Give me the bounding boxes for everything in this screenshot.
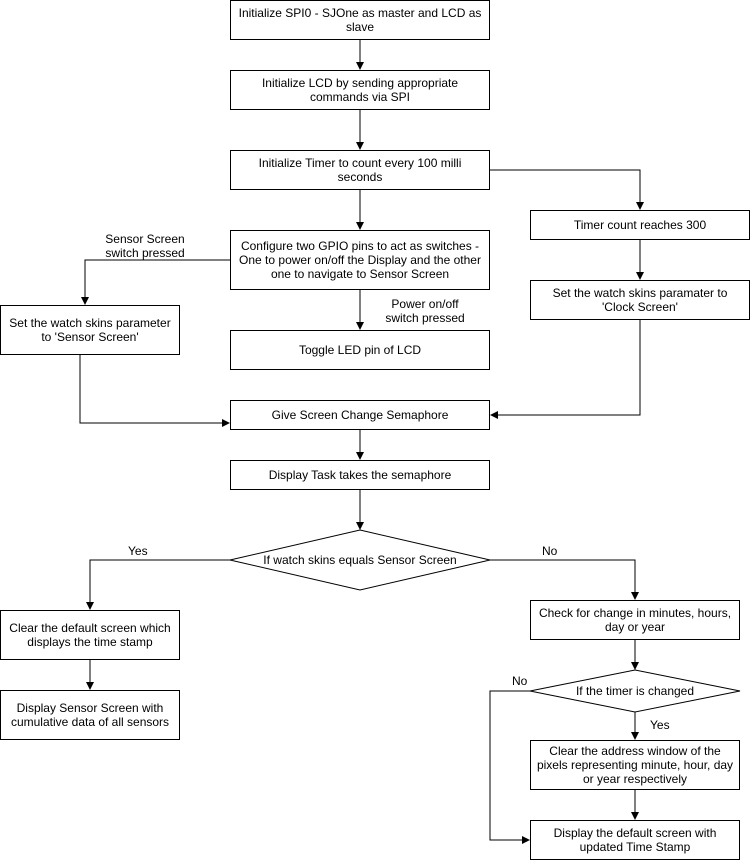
edge-gpio-to-setsensor: [81, 259, 230, 305]
node-config-gpio: Configure two GPIO pins to act as switch…: [230, 230, 490, 290]
label-yes-left: Yes: [128, 544, 148, 558]
edge-decision-timer-no: [489, 690, 530, 844]
edge-setsensor-to-givesem: [79, 355, 230, 427]
label-power-switch: Power on/off switch pressed: [385, 297, 465, 325]
node-init-lcd: Initialize LCD by sending appropriate co…: [230, 70, 490, 110]
label-no-timer: No: [512, 674, 528, 688]
edge-decision-no: [490, 559, 639, 600]
node-take-semaphore: Display Task takes the semaphore: [230, 460, 490, 490]
node-init-spi: Initialize SPI0 - SJOne as master and LC…: [230, 0, 490, 40]
decision-timer-shape: [529, 669, 741, 713]
node-timer-300: Timer count reaches 300: [530, 210, 750, 240]
node-give-semaphore: Give Screen Change Semaphore: [230, 400, 490, 430]
decision-timer-label: If the timer is changed: [575, 684, 695, 698]
node-init-timer: Initialize Timer to count every 100 mill…: [230, 150, 490, 190]
decision-skins-label: If watch skins equals Sensor Screen: [263, 553, 457, 567]
label-yes-timer: Yes: [650, 718, 670, 732]
edge-timer-to-count300: [490, 169, 644, 210]
label-no-right: No: [542, 544, 558, 558]
node-set-clock: Set the watch skins paramater to 'Clock …: [530, 280, 750, 320]
node-display-sensor: Display Sensor Screen with cumulative da…: [0, 690, 180, 740]
node-set-sensor: Set the watch skins parameter to 'Sensor…: [0, 305, 180, 355]
edge-decision-yes: [86, 559, 230, 610]
edge-setclock-to-givesem: [490, 320, 641, 419]
node-check-change: Check for change in minutes, hours, day …: [530, 600, 740, 640]
decision-skins-shape: [229, 529, 491, 591]
node-display-default: Display the default screen with updated …: [530, 820, 740, 860]
node-toggle-led: Toggle LED pin of LCD: [230, 330, 490, 370]
label-sensor-switch: Sensor Screen switch pressed: [105, 232, 185, 260]
node-clear-default: Clear the default screen which displays …: [0, 610, 180, 660]
node-clear-address: Clear the address window of the pixels r…: [530, 740, 740, 790]
